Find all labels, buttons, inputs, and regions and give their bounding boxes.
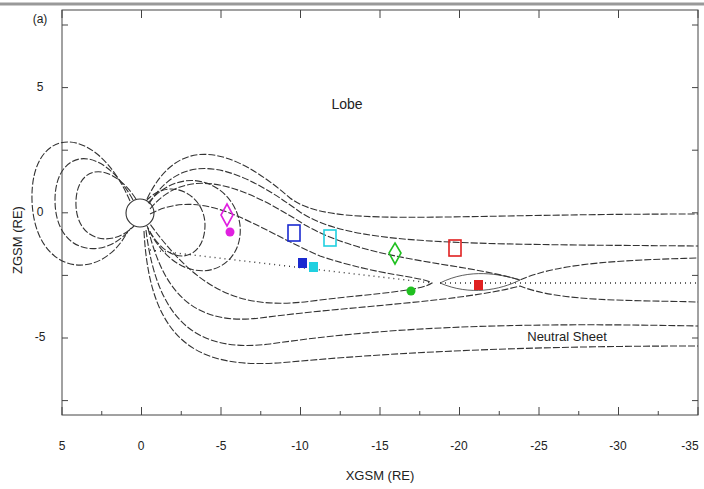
x-minor-tick bbox=[340, 411, 341, 415]
y-tick-label: -5 bbox=[35, 331, 46, 344]
y-tick bbox=[62, 338, 68, 339]
x-tick bbox=[380, 407, 381, 415]
open-square bbox=[449, 240, 461, 256]
x-axis-title: XGSM (RE) bbox=[346, 469, 415, 483]
x-tick bbox=[539, 407, 540, 415]
x-tick bbox=[62, 407, 63, 415]
x-tick-label: -25 bbox=[530, 440, 547, 453]
x-tick bbox=[539, 10, 540, 18]
x-tick bbox=[300, 407, 301, 415]
x-tick-label: -35 bbox=[681, 440, 698, 453]
x-tick bbox=[221, 10, 222, 18]
x-minor-tick bbox=[181, 411, 182, 415]
x-tick bbox=[698, 407, 699, 415]
x-tick-label: -20 bbox=[450, 440, 467, 453]
x-tick-label: -10 bbox=[291, 440, 308, 453]
x-tick-label: -15 bbox=[371, 440, 388, 453]
panel-label: (a) bbox=[33, 13, 48, 26]
plasmoid-loop bbox=[440, 274, 520, 291]
x-tick-label: 5 bbox=[59, 440, 66, 453]
tail-line bbox=[149, 169, 698, 246]
region-label: Lobe bbox=[331, 97, 362, 112]
top-rule bbox=[0, 3, 704, 6]
dayside-line bbox=[55, 159, 133, 249]
y-tick bbox=[62, 25, 68, 26]
y-tick bbox=[62, 87, 68, 88]
nightside-loop bbox=[148, 181, 240, 271]
closed-line bbox=[150, 204, 432, 303]
y-tick bbox=[692, 338, 698, 339]
x-minor-tick bbox=[260, 411, 261, 415]
dayside-line bbox=[76, 172, 136, 239]
y-tick bbox=[62, 150, 68, 151]
filled-square bbox=[298, 258, 307, 268]
filled-dot bbox=[226, 228, 235, 237]
x-tick bbox=[141, 407, 142, 415]
y-tick bbox=[692, 150, 698, 151]
nightside-loop bbox=[146, 189, 205, 256]
x-tick bbox=[618, 407, 619, 415]
filled-square bbox=[474, 280, 483, 290]
x-tick bbox=[459, 407, 460, 415]
x-minor-tick bbox=[499, 411, 500, 415]
y-tick bbox=[692, 275, 698, 276]
x-tick bbox=[459, 10, 460, 18]
y-tick bbox=[62, 212, 68, 213]
y-tick bbox=[692, 400, 698, 401]
x-minor-tick bbox=[419, 411, 420, 415]
spacecraft-markers bbox=[221, 204, 483, 296]
x-tick-label: -5 bbox=[216, 440, 227, 453]
region-label: Neutral Sheet bbox=[524, 329, 610, 345]
x-tick bbox=[221, 407, 222, 415]
x-tick bbox=[618, 10, 619, 18]
y-tick bbox=[62, 275, 68, 276]
y-tick bbox=[692, 87, 698, 88]
filled-square bbox=[309, 262, 318, 272]
x-tick bbox=[380, 10, 381, 18]
neutral-sheet-line bbox=[150, 250, 698, 283]
field-lines bbox=[32, 142, 698, 364]
tail-line bbox=[150, 183, 698, 280]
x-minor-tick bbox=[101, 411, 102, 415]
x-tick-label: -30 bbox=[609, 440, 626, 453]
y-tick-label: 0 bbox=[37, 206, 44, 219]
y-tick-label: 5 bbox=[37, 81, 44, 94]
open-diamond bbox=[389, 243, 401, 264]
open-diamond bbox=[221, 204, 233, 226]
x-tick-label: 0 bbox=[138, 440, 145, 453]
x-tick bbox=[300, 10, 301, 18]
y-tick bbox=[62, 400, 68, 401]
tail-line bbox=[148, 228, 698, 319]
plot-frame bbox=[62, 10, 698, 415]
y-tick bbox=[692, 212, 698, 213]
axis-ticks bbox=[62, 10, 698, 415]
tail-line bbox=[144, 231, 698, 364]
filled-dot bbox=[407, 287, 416, 296]
tail-line bbox=[146, 230, 698, 346]
y-tick bbox=[692, 25, 698, 26]
y-axis-title: ZGSM (RE) bbox=[11, 206, 25, 274]
open-square bbox=[324, 230, 336, 246]
x-tick bbox=[62, 10, 63, 18]
open-square bbox=[288, 225, 300, 241]
x-minor-tick bbox=[658, 411, 659, 415]
x-minor-tick bbox=[578, 411, 579, 415]
dayside-line bbox=[32, 142, 130, 265]
x-tick bbox=[698, 10, 699, 18]
x-tick bbox=[141, 10, 142, 18]
